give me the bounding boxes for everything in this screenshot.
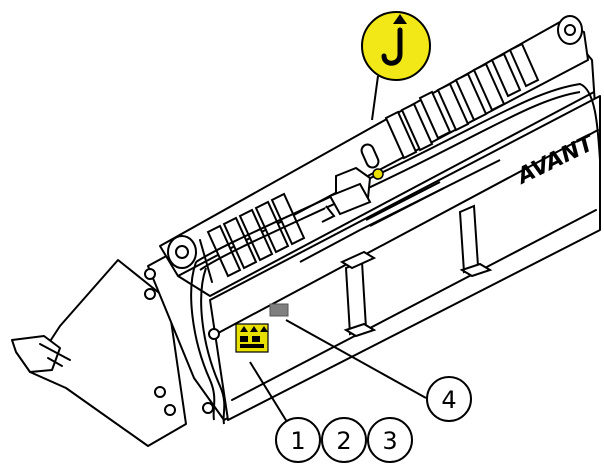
mounting-blocks: [339, 204, 493, 338]
lift-hook-icon: [361, 11, 431, 81]
callout-bubbles: 4 1 2 3: [275, 376, 472, 463]
type-plate: [269, 303, 289, 317]
leader-line-lift: [371, 75, 379, 121]
callout-2: 2: [321, 417, 367, 463]
warning-decals: [235, 323, 269, 353]
leader-line-4: [285, 319, 427, 399]
quick-attach-bracket: [321, 143, 445, 227]
svg-text:1: 1: [290, 427, 305, 455]
callout-4: 4: [426, 376, 472, 422]
bucket-front-panel: [209, 95, 601, 421]
callout-3: 3: [367, 417, 413, 463]
svg-text:3: 3: [382, 427, 397, 455]
leader-line-1: [249, 361, 293, 431]
svg-text:4: 4: [441, 386, 456, 414]
hydraulic-hoses: [190, 82, 601, 425]
bucket-cutting-edge: [11, 335, 61, 373]
beam-slots: [206, 42, 540, 278]
hinge-lugs: [144, 15, 583, 416]
leader-lines: [249, 75, 427, 431]
callout-1: 1: [275, 417, 321, 463]
grease-nipple: [372, 168, 384, 180]
svg-text:2: 2: [336, 427, 351, 455]
